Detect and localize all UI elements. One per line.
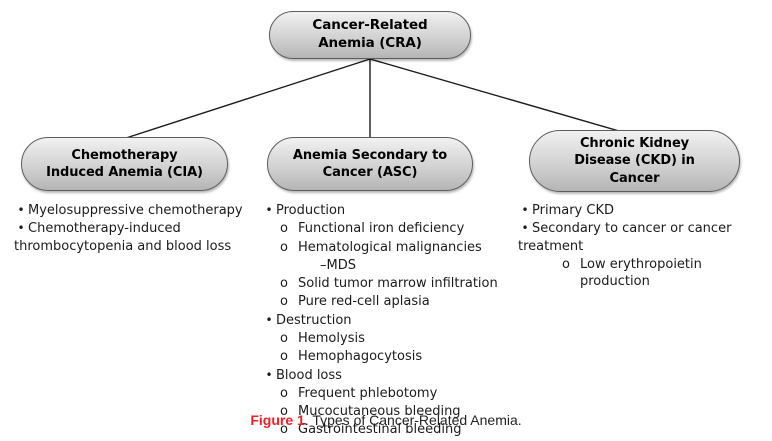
bullet-dot-icon: • — [521, 203, 529, 217]
connector-root-to-cia — [125, 58, 371, 139]
list-item-label: Solid tumor marrow infiltration — [298, 276, 498, 292]
list-item: o Hematological malignancies — [262, 239, 512, 256]
figure-caption-text: . Types of Cancer-Related Anemia. — [304, 412, 522, 428]
list-column-ckd: •Primary CKD•Secondary to cancer or canc… — [518, 202, 770, 291]
list-item: o Gastrointestinal bleeding — [262, 421, 512, 438]
list-item-label: Myelosuppressive chemotherapy — [28, 203, 243, 218]
list-item-label: Gastrointestinal bleeding — [298, 422, 462, 438]
list-item-label: Hematological malignancies — [298, 239, 482, 255]
connector-root-to-ckd — [369, 58, 620, 132]
node-anemia-secondary-to-cancer: Anemia Secondary to Cancer (ASC) — [267, 137, 473, 191]
list-item-label: Mucocutaneous bleeding — [298, 404, 461, 420]
list-item-label: Pure red-cell aplasia — [298, 294, 430, 310]
list-item: •Blood loss — [262, 367, 512, 384]
list-item-label: Frequent phlebotomy — [298, 385, 438, 401]
node-cia-line2: Induced Anemia (CIA) — [46, 165, 203, 180]
list-column-cia: •Myelosuppressive chemotherapy•Chemother… — [14, 202, 260, 256]
list-item: o Hemophagocytosis — [262, 348, 512, 365]
bullet-dot-icon: • — [521, 221, 529, 236]
list-item-label: Hemolysis — [298, 330, 365, 346]
node-chemotherapy-induced-anemia: Chemotherapy Induced Anemia (CIA) — [21, 137, 228, 191]
list-item-label: Low erythropoietin production — [580, 256, 702, 290]
bullet-list-cia: •Myelosuppressive chemotherapy•Chemother… — [14, 202, 260, 255]
list-item: o Hemolysis — [262, 330, 512, 347]
bullet-circle-icon: o — [280, 404, 288, 420]
list-item-label: Primary CKD — [532, 203, 614, 218]
list-item-label: Destruction — [276, 312, 352, 328]
bullet-circle-icon: o — [280, 221, 288, 237]
bullet-circle-icon: o — [280, 385, 288, 401]
bullet-circle-icon: o — [562, 256, 570, 272]
node-ckd-line3: Cancer — [609, 170, 660, 186]
list-item: o Mucocutaneous bleeding — [262, 403, 512, 420]
node-chronic-kidney-disease-in-cancer: Chronic Kidney Disease (CKD) in Cancer — [529, 130, 740, 192]
list-item-label: Production — [276, 203, 346, 218]
list-item-label: Secondary to cancer or cancer treatment — [518, 221, 732, 254]
bullet-dot-icon: • — [265, 367, 273, 382]
figure-caption-label: Figure 1 — [250, 412, 305, 428]
bullet-circle-icon: o — [280, 349, 288, 365]
node-cra-line1: Cancer-Related — [312, 17, 428, 34]
list-item: o Functional iron deficiency — [262, 220, 512, 237]
node-ckd-line1: Chronic Kidney — [579, 136, 690, 152]
node-asc-line2: Cancer (ASC) — [322, 165, 418, 180]
node-ckd-line2: Disease (CKD) in — [574, 153, 695, 169]
list-item: o Pure red-cell aplasia — [262, 293, 512, 310]
list-item-label: Hemophagocytosis — [298, 349, 423, 365]
node-cancer-related-anemia: Cancer-Related Anemia (CRA) — [269, 11, 471, 59]
list-item-label: –MDS — [320, 257, 356, 273]
list-item-label: Blood loss — [276, 367, 342, 383]
node-asc-text: Anemia Secondary to Cancer (ASC) — [283, 147, 457, 181]
list-item: •Chemotherapy-induced thrombocytopenia a… — [14, 220, 260, 255]
list-item: •Myelosuppressive chemotherapy — [14, 202, 260, 219]
bullet-circle-icon: o — [280, 294, 288, 310]
list-item: o Low erythropoietin production — [518, 256, 770, 291]
node-ckd-text: Chronic Kidney Disease (CKD) in Cancer — [564, 135, 705, 186]
bullet-dot-icon: • — [17, 203, 25, 217]
list-item: o Solid tumor marrow infiltration — [262, 275, 512, 292]
node-asc-line1: Anemia Secondary to — [292, 147, 448, 163]
bullet-dot-icon: • — [265, 312, 273, 327]
node-cra-line2: Anemia (CRA) — [318, 35, 422, 51]
figure-caption: Figure 1. Types of Cancer-Related Anemia… — [0, 412, 772, 428]
list-item: •Secondary to cancer or cancer treatment — [518, 220, 770, 255]
bullet-circle-icon: o — [280, 330, 288, 346]
bullet-circle-icon: o — [280, 422, 288, 438]
list-item: •Production — [262, 202, 512, 219]
list-item-label: Functional iron deficiency — [298, 221, 465, 237]
list-item: •Primary CKD — [518, 202, 770, 219]
list-item-label: Chemotherapy-induced thrombocytopenia an… — [14, 221, 232, 254]
node-cancer-related-anemia-text: Cancer-Related Anemia (CRA) — [302, 17, 437, 53]
bullet-dot-icon: • — [265, 203, 273, 217]
bullet-dot-icon: • — [17, 221, 25, 236]
bullet-circle-icon: o — [280, 239, 288, 255]
node-cia-line1: Chemotherapy — [71, 147, 178, 163]
list-item: o Frequent phlebotomy — [262, 385, 512, 402]
list-item: •Destruction — [262, 312, 512, 329]
bullet-circle-icon: o — [280, 276, 288, 292]
node-cia-text: Chemotherapy Induced Anemia (CIA) — [36, 147, 213, 181]
bullet-list-ckd: •Primary CKD•Secondary to cancer or canc… — [518, 202, 770, 290]
list-item: –MDS — [262, 257, 512, 274]
